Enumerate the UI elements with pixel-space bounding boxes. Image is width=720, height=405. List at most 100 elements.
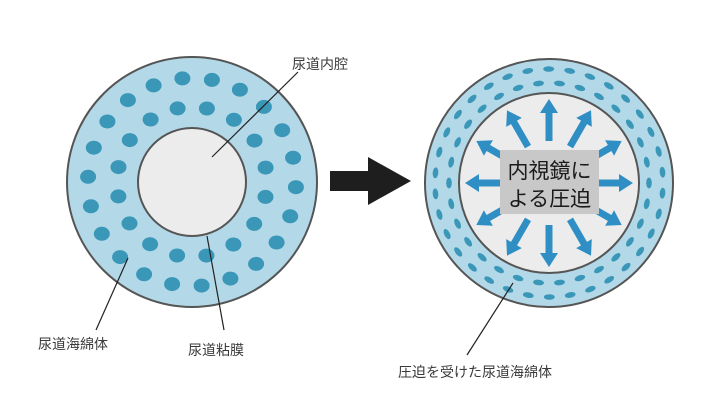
compressed-dot	[659, 187, 666, 199]
compressed-dot	[512, 274, 524, 282]
compressed-dot	[543, 66, 555, 72]
spongy-body-dot	[287, 180, 304, 195]
spongy-body-dot	[257, 189, 274, 204]
compressed-dot	[564, 67, 576, 74]
compressed-dot	[522, 292, 534, 299]
compressed-dot	[621, 94, 631, 103]
compressed-dot	[443, 229, 451, 240]
spongy-body-dot	[99, 114, 116, 129]
spongy-body-dot	[257, 160, 274, 175]
compressed-dot	[637, 137, 644, 148]
spongy-body-dot	[110, 160, 127, 175]
spongy-body-dot	[82, 199, 99, 214]
normal-urethra-cross-section	[66, 56, 318, 308]
lumen-label: 尿道内腔	[292, 57, 348, 73]
compressed-dot	[502, 286, 514, 293]
compression-arrow	[506, 217, 531, 256]
spongy-body-dot	[225, 112, 242, 127]
spongy-body-dot	[145, 78, 162, 93]
spongy-body-dot	[164, 277, 181, 292]
compressed-dot	[454, 218, 461, 229]
urethral-lumen	[137, 127, 247, 237]
compressed-dot	[494, 265, 504, 274]
compressed-dot	[443, 127, 451, 138]
spongy-body-dot	[246, 216, 263, 231]
spongy-body-dot	[282, 209, 299, 224]
spongy-body-dot	[136, 267, 153, 282]
spongy-body-dot	[231, 82, 248, 97]
compressed-spongy-body-leader-line	[466, 282, 514, 356]
spongy-body-dot	[112, 250, 129, 265]
spongy-body-dot	[142, 112, 159, 127]
compressed-dot	[647, 126, 655, 137]
compression-arrow	[591, 174, 633, 192]
spongy-body-dot	[198, 101, 215, 116]
spongy-body-dot	[174, 71, 191, 86]
compressed-dot	[655, 208, 662, 220]
compressed-dot	[655, 146, 662, 157]
compressed-dot	[436, 209, 443, 220]
compressed-dot	[432, 167, 439, 179]
transition-arrow	[330, 157, 411, 205]
compressed-dot	[554, 80, 565, 87]
compression-arrow	[465, 174, 507, 192]
compressed-dot	[446, 177, 452, 189]
compressed-dot	[625, 119, 634, 129]
compressed-dot	[584, 73, 596, 80]
compressed-dot	[477, 104, 487, 113]
spongy-body-dot	[119, 93, 136, 108]
spongy-body-dot	[80, 169, 97, 184]
lumen-leader-line	[211, 71, 299, 158]
compression-arrow	[567, 110, 592, 149]
compressed-dot	[467, 263, 477, 272]
compressed-dot	[585, 285, 596, 293]
compressed-dot	[522, 68, 534, 74]
mucosa-label: 尿道粘膜	[188, 343, 244, 359]
compression-label-box	[500, 150, 599, 214]
spongy-body-dot	[285, 150, 302, 165]
spongy-body-dot	[203, 72, 220, 87]
spongy-body-dot	[121, 216, 138, 231]
compressed-dot	[647, 228, 655, 239]
compressed-dot	[554, 279, 565, 286]
spongy-body-leader-line	[95, 257, 129, 331]
compressed-dot	[636, 246, 645, 257]
spongy-body-dot	[274, 123, 291, 138]
spongy-body-dot	[268, 235, 285, 250]
compressed-dot	[643, 156, 650, 168]
compressed-dot	[502, 73, 513, 81]
compressed-dot	[436, 146, 443, 158]
spongy-body-dot	[222, 271, 239, 286]
compressed-dot	[643, 198, 650, 210]
compressed-dot	[543, 294, 555, 300]
compressed-dot	[467, 94, 477, 104]
compressed-dot	[448, 156, 455, 168]
spongy-body-label: 尿道海綿体	[38, 337, 108, 353]
compressed-dot	[646, 177, 652, 189]
compressed-dot	[603, 82, 614, 90]
compressed-dot	[574, 274, 586, 282]
compressed-dot	[604, 276, 615, 284]
compressed-dot	[432, 188, 439, 200]
compression-label-line2: よる圧迫	[508, 187, 591, 211]
compressed-dot	[659, 166, 666, 178]
compressed-dot	[564, 292, 576, 298]
spongy-body-dot	[121, 133, 138, 148]
mucosa-leader-line	[206, 235, 225, 331]
compressed-dot	[611, 253, 621, 262]
compressed-dot	[635, 109, 644, 119]
compressed-dot	[512, 84, 524, 92]
compression-arrow	[540, 99, 558, 141]
spongy-body-dot	[142, 237, 159, 252]
compressed-dot	[637, 218, 644, 229]
spongy-body-dots	[80, 71, 304, 293]
spongy-body-dot	[193, 278, 210, 293]
compressed-dot	[574, 84, 586, 92]
spongy-body-dot	[110, 189, 127, 204]
compressed-dot	[621, 262, 631, 272]
compressed-dot	[477, 253, 487, 262]
compressed-dot	[454, 247, 463, 257]
compressed-dot	[484, 276, 495, 284]
